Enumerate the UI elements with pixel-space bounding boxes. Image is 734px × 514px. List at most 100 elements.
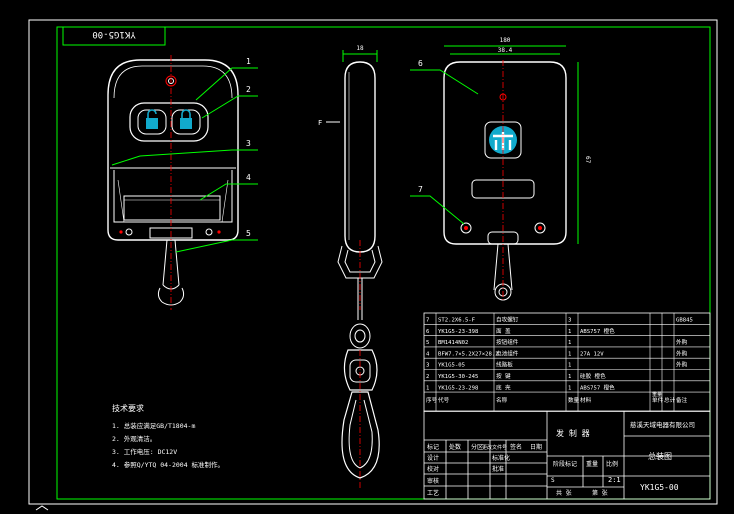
bom-cell-qty: 1 bbox=[568, 374, 571, 380]
tb-sign-check: 校对 bbox=[427, 465, 439, 473]
callout-6: 6 bbox=[418, 59, 423, 68]
back-callouts bbox=[410, 69, 479, 225]
tb-scale-label: 比例 bbox=[606, 460, 618, 468]
bom-cell-name: 线路板 bbox=[496, 361, 513, 369]
inner-frame bbox=[56, 26, 711, 500]
outer-frame bbox=[28, 19, 718, 505]
back-inner-dim: 38.4 bbox=[498, 47, 513, 54]
tech-req-heading: 技术要求 bbox=[112, 403, 144, 413]
tb-row-date: 日期 bbox=[530, 443, 542, 451]
tb-drawing-name: 总装图 bbox=[648, 451, 672, 461]
back-height-dim: 67 bbox=[584, 156, 591, 164]
bom-header-no: 序号 bbox=[426, 396, 438, 404]
callout-3: 3 bbox=[246, 139, 251, 148]
tech-req-item-3: 3. 工作电压: DC12V bbox=[112, 447, 177, 456]
bom-cell-qty: 1 bbox=[568, 385, 571, 391]
top-number-text: YK1G5-00 bbox=[92, 29, 135, 39]
bom-cell-no: 5 bbox=[426, 340, 429, 346]
side-view: 18 F bbox=[318, 45, 383, 490]
bom-cell-qty: 1 bbox=[568, 363, 571, 369]
tb-sign-design: 设计 bbox=[427, 454, 439, 462]
bom-cell-material: ABS757 橙色 bbox=[580, 383, 615, 391]
bom-cell-material: 27A 12V bbox=[580, 351, 604, 357]
bom-cell-code: YK1G5-05 bbox=[438, 363, 465, 369]
bom-cell-qty: 3 bbox=[568, 318, 571, 324]
bom-header-weight: 重量 bbox=[652, 391, 662, 398]
bom-header-code: 代号 bbox=[438, 396, 450, 404]
tb-row-change: 更改文件号 bbox=[482, 444, 507, 451]
tb-sheet-total: 共 张 bbox=[556, 489, 572, 497]
tech-requirements: 技术要求 1. 总装应满足GB/T1804-m 2. 外观清洁。 3. 工作电压… bbox=[112, 403, 224, 469]
unlock-icon bbox=[146, 109, 158, 129]
side-width-dim: 18 bbox=[356, 45, 364, 52]
bom-cell-name: 底 壳 bbox=[496, 383, 511, 391]
tb-drawing-no: YK1G5-00 bbox=[640, 483, 679, 492]
bom-header-unit: 单件 bbox=[652, 396, 664, 404]
bom-header-name: 名称 bbox=[496, 396, 508, 404]
bom-cell-material: 硅胶 橙色 bbox=[580, 372, 606, 380]
lock-icon bbox=[180, 109, 192, 129]
bom-cell-name: 自攻螺钉 bbox=[496, 316, 519, 324]
bom-header-note: 备注 bbox=[676, 396, 688, 404]
tb-sheet-no: 第 张 bbox=[592, 489, 608, 497]
callout-1: 1 bbox=[246, 57, 251, 66]
bom-cell-no: 7 bbox=[426, 318, 429, 324]
back-view: 180 38.4 67 bbox=[443, 37, 591, 301]
tb-mark-s: S bbox=[551, 477, 555, 484]
bom-cell-code: YK1G5-30-245 bbox=[438, 374, 478, 380]
tb-row-count: 处数 bbox=[449, 443, 461, 451]
bom-cell-code: BM1414N02 bbox=[438, 340, 468, 346]
callout-4: 4 bbox=[246, 173, 251, 182]
tech-req-item-4: 4. 参照Q/YTQ 04-2004 标准制作。 bbox=[112, 460, 224, 469]
bom-cell-no: 6 bbox=[426, 329, 429, 335]
top-number-box bbox=[62, 26, 166, 46]
bom-cell-qty: 1 bbox=[568, 351, 571, 357]
tech-req-item-1: 1. 总装应满足GB/T1804-m bbox=[112, 421, 195, 430]
tb-row-mark: 标记 bbox=[427, 443, 439, 451]
tb-sign-craft: 工艺 bbox=[427, 489, 439, 497]
bom-cell-name: 按钮组件 bbox=[496, 338, 519, 346]
front-view bbox=[107, 55, 239, 310]
title-block bbox=[423, 410, 711, 500]
back-width-dim: 180 bbox=[500, 37, 511, 44]
bom-header-material: 材料 bbox=[580, 396, 592, 404]
bom-cell-code: YK1G5-23-298 bbox=[438, 385, 479, 391]
tb-sign-review: 审核 bbox=[427, 477, 439, 485]
tb-row-zone: 分区 bbox=[471, 443, 483, 451]
tb-company: 慈溪天域电器有限公司 bbox=[630, 420, 695, 429]
bom-cell-name: 按 键 bbox=[496, 372, 511, 380]
bom-cell-qty: 1 bbox=[568, 329, 571, 335]
tb-weight-label: 重量 bbox=[586, 460, 598, 468]
bom-cell-note: 外购 bbox=[676, 338, 688, 346]
bom-cell-code: ST2.2X6.5-F bbox=[438, 318, 476, 324]
bom-header-qty: 数量 bbox=[568, 396, 580, 404]
tb-scale: 2:1 bbox=[608, 476, 621, 484]
tech-req-item-2: 2. 外观清洁。 bbox=[112, 434, 156, 443]
callout-5: 5 bbox=[246, 229, 251, 238]
bom-cell-note: GB845 bbox=[676, 318, 693, 324]
bom-cell-name: 面 盖 bbox=[496, 327, 511, 335]
bom-cell-no: 1 bbox=[426, 385, 429, 391]
tb-row-sign: 签名 bbox=[510, 443, 522, 451]
bom-cell-material: ABS757 橙色 bbox=[580, 327, 615, 335]
bom-cell-no: 2 bbox=[426, 374, 429, 380]
bom-cell-no: 3 bbox=[426, 363, 429, 369]
bom-cell-no: 4 bbox=[426, 351, 430, 357]
ucs-marker bbox=[35, 505, 49, 511]
bom-cell-qty: 1 bbox=[568, 340, 571, 346]
bom-header-total: 总计 bbox=[664, 396, 676, 404]
tb-stage-label: 阶段标记 bbox=[553, 460, 577, 468]
callout-7: 7 bbox=[418, 185, 423, 194]
bom-cell-name: 电池组件 bbox=[496, 349, 519, 357]
callout-2: 2 bbox=[246, 85, 251, 94]
tb-sign-approve: 批准 bbox=[492, 465, 504, 473]
tb-designer-label: 发 制 器 bbox=[556, 428, 590, 438]
force-label: F bbox=[318, 119, 322, 127]
bom-cell-note: 外购 bbox=[676, 349, 688, 357]
tb-sign-std: 标准化 bbox=[492, 454, 510, 462]
front-callouts bbox=[111, 67, 258, 253]
bom-cell-code: BFW7.7×5.2X27×28.2 bbox=[438, 351, 499, 357]
bom-cell-note: 外购 bbox=[676, 361, 688, 369]
